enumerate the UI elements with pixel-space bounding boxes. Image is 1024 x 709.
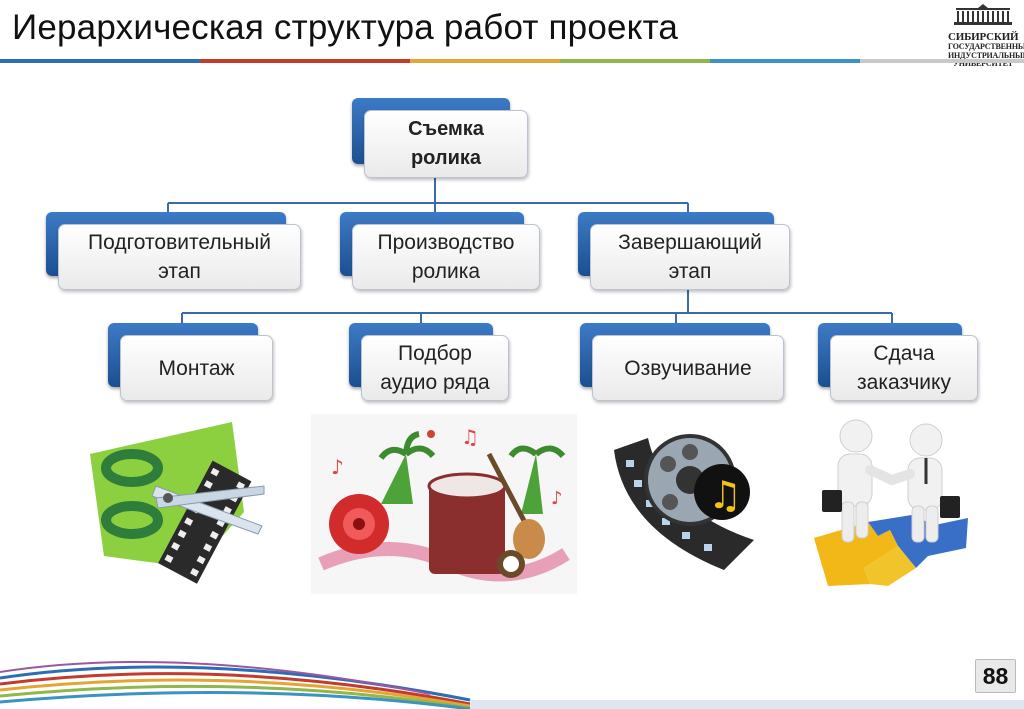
- task-label-editing: Монтаж: [120, 335, 273, 401]
- wbs-task-node: Монтаж: [108, 323, 273, 401]
- film-reel-music-icon: ♫: [614, 434, 754, 570]
- task-label-delivery: Сдача заказчику: [830, 335, 978, 401]
- task-label-audio: Подбор аудио ряда: [361, 335, 509, 401]
- wbs-task-node: Озвучивание: [580, 323, 784, 401]
- svg-text:♪: ♪: [551, 488, 563, 509]
- wbs-phase-node: Подготовительный этап: [46, 212, 301, 290]
- logo-line: университет: [953, 59, 1013, 68]
- task-label-voiceover: Озвучивание: [592, 335, 784, 401]
- wbs-phase-node: Производство ролика: [340, 212, 540, 290]
- wbs-task-node: Сдача заказчику: [818, 323, 978, 401]
- logo-line: индустриальный: [948, 50, 1024, 60]
- slide-title: Иерархическая структура работ проекта: [12, 8, 679, 47]
- handshake-puzzle-icon: [814, 419, 968, 586]
- music-instruments-icon: ♪ ♫ ♪: [311, 414, 577, 594]
- wbs-phase-node: Завершающий этап: [578, 212, 790, 290]
- svg-text:♪: ♪: [331, 455, 344, 479]
- scissors-film-icon: [90, 422, 265, 584]
- wbs-root-node: Съемка ролика: [352, 98, 528, 178]
- title-underline-bar: [0, 59, 1024, 63]
- svg-text:♫: ♫: [708, 473, 742, 517]
- phase-label-preparation: Подготовительный этап: [58, 224, 301, 290]
- logo-line: государственный: [948, 42, 1024, 51]
- wbs-task-node: Подбор аудио ряда: [349, 323, 509, 401]
- building-icon: [954, 4, 1012, 25]
- phase-label-final: Завершающий этап: [590, 224, 790, 290]
- decorative-wave: [0, 660, 1024, 709]
- page-number: 88: [975, 659, 1016, 693]
- university-logo: Сибирский государственный индустриальный…: [948, 4, 1024, 68]
- logo-line: Сибирский: [948, 31, 1019, 43]
- wbs-root-label: Съемка ролика: [364, 110, 528, 178]
- svg-text:♫: ♫: [461, 425, 479, 449]
- phase-label-production: Производство ролика: [352, 224, 540, 290]
